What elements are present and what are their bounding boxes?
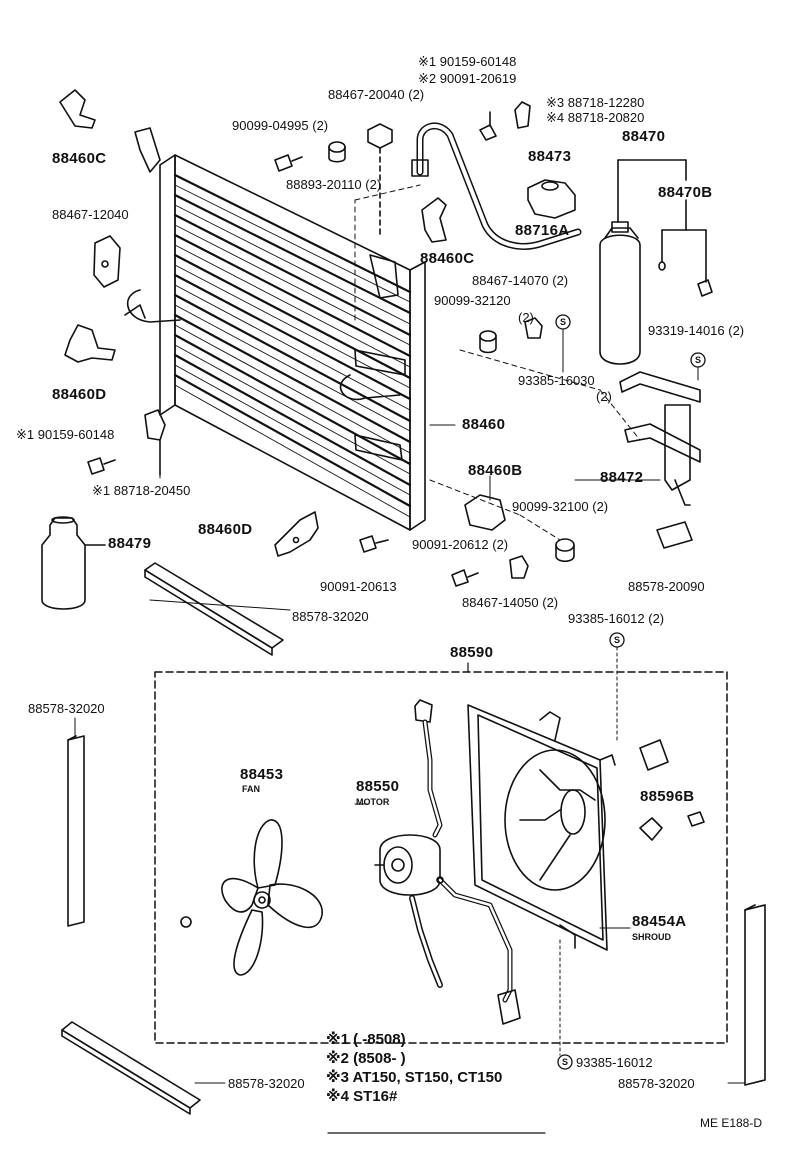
s-mark-label-3: S — [614, 635, 621, 645]
cushion-88467-20040 — [367, 123, 393, 236]
note-4: ※4 ST16# — [326, 1088, 398, 1105]
s-mark-label-4: S — [562, 1057, 569, 1067]
cushion-88467-14070 — [524, 317, 543, 339]
fan-88453 — [180, 819, 323, 976]
shroud-88454a — [467, 704, 616, 951]
label-88479: 88479 — [108, 535, 152, 552]
clip-88596b — [639, 739, 705, 841]
cushion-88467-14050 — [509, 555, 529, 579]
label-93385-16030: 93385-16030 — [518, 373, 595, 388]
receiver-drier-88470 — [599, 159, 713, 365]
label-88460d-left: 88460D — [52, 386, 107, 403]
note-2: ※2 (8508- ) — [326, 1050, 406, 1067]
label-88893-20110: 88893-20110 (2) — [286, 177, 382, 192]
label-88578-32020-d: 88578-32020 — [618, 1076, 695, 1091]
clamp-88718-12280 — [514, 101, 531, 129]
label-2-b: (2) — [596, 389, 612, 404]
label-88460c-left: 88460C — [52, 150, 107, 167]
bolt-90091-20619 — [479, 111, 497, 141]
label-88470b: 88470B — [658, 184, 713, 201]
bracket-88460d-bottom — [274, 511, 319, 557]
s-mark-label-2: S — [695, 355, 702, 365]
label-88578-32020-c: 88578-32020 — [228, 1076, 305, 1091]
label-90091-20619: ※2 90091-20619 — [418, 71, 517, 86]
label-88718-20820: ※4 88718-20820 — [546, 110, 645, 125]
pad-88578-20090 — [656, 521, 693, 549]
label-88716a: 88716A — [515, 222, 570, 239]
bracket-88460d-left — [64, 324, 116, 363]
cushion-88893-20110 — [328, 141, 346, 163]
clamp-88718-20450 — [144, 409, 166, 476]
label-88718-20450: ※1 88718-20450 — [92, 483, 191, 498]
label-88473: 88473 — [528, 148, 572, 165]
label-88467-12040: 88467-12040 — [52, 207, 129, 222]
label-90091-20613: 90091-20613 — [320, 579, 397, 594]
condenser — [124, 127, 426, 531]
cushion-90099-32100 — [555, 538, 575, 563]
label-88718-12280: ※3 88718-12280 — [546, 95, 645, 110]
note-1: ※1 ( -8508) — [326, 1031, 406, 1048]
label-shroud: SHROUD — [632, 932, 672, 942]
pressure-switch-88473 — [527, 179, 576, 219]
label-88467-14070: 88467-14070 (2) — [472, 273, 569, 288]
bolt-90091-20612 — [451, 569, 479, 587]
label-2-a: (2) — [518, 310, 534, 325]
fan-assembly-box-88590 — [154, 662, 728, 1044]
label-88470: 88470 — [622, 128, 666, 145]
s-mark-label-1: S — [560, 317, 567, 327]
diagram-code: ME E188-D — [700, 1116, 763, 1130]
label-88550: 88550 — [356, 778, 400, 795]
note-3: ※3 AT150, ST150, CT150 — [326, 1069, 503, 1086]
bracket-88472 — [619, 371, 701, 506]
leader-lines — [149, 184, 699, 741]
label-90159-60148-left: ※1 90159-60148 — [16, 427, 115, 442]
label-88596b: 88596B — [640, 788, 695, 805]
label-88460b: 88460B — [468, 462, 523, 479]
label-90091-20612: 90091-20612 (2) — [412, 537, 509, 552]
label-90099-32100: 90099-32100 (2) — [512, 499, 609, 514]
label-90099-32120: 90099-32120 — [434, 293, 511, 308]
spacer-88578-32020-b — [67, 735, 85, 927]
refrigerant-can-88479 — [41, 516, 106, 610]
label-88472: 88472 — [600, 469, 644, 486]
label-93319-14016: 93319-14016 (2) — [648, 323, 745, 338]
bolt-90159-60148-left — [87, 457, 116, 475]
label-90099-04995: 90099-04995 (2) — [232, 118, 329, 133]
cushion-88467-12040 — [93, 235, 121, 288]
label-88578-32020-b: 88578-32020 — [28, 701, 105, 716]
label-88453: 88453 — [240, 766, 284, 783]
label-88578-20090: 88578-20090 — [628, 579, 705, 594]
spacer-88578-32020-c — [61, 1021, 201, 1115]
label-88578-32020-a: 88578-32020 — [292, 609, 369, 624]
leader-lines-lower — [74, 717, 746, 1084]
label-93385-16012-top: 93385-16012 (2) — [568, 611, 665, 626]
label-88590: 88590 — [450, 644, 494, 661]
motor-88550 — [374, 699, 521, 1025]
label-fan: FAN — [242, 784, 260, 794]
bolt-90091-20613 — [359, 535, 389, 553]
label-88460: 88460 — [462, 416, 506, 433]
label-93385-16012-bottom: 93385-16012 — [576, 1055, 653, 1070]
label-88467-20040: 88467-20040 (2) — [328, 87, 425, 102]
label-88454a: 88454A — [632, 913, 687, 930]
bracket-88460c-mid — [421, 197, 447, 243]
spacer-88578-32020-d — [744, 904, 766, 1086]
label-88467-14050: 88467-14050 (2) — [462, 595, 559, 610]
bracket-88460b — [464, 494, 506, 531]
pipe-88716a — [411, 122, 582, 250]
label-motor: MOTOR — [356, 797, 390, 807]
spacer-88578-32020-a — [144, 562, 284, 656]
bolt-90099-04995 — [274, 154, 303, 172]
label-90159-60148-top: ※1 90159-60148 — [418, 54, 517, 69]
label-88460c-mid: 88460C — [420, 250, 475, 267]
label-88460d-bottom: 88460D — [198, 521, 253, 538]
cushion-90099-32120 — [479, 330, 497, 354]
applicability-notes: ※1 ( -8508) ※2 (8508- ) ※3 AT150, ST150,… — [326, 1030, 502, 1106]
bracket-88460c-left — [59, 89, 96, 129]
